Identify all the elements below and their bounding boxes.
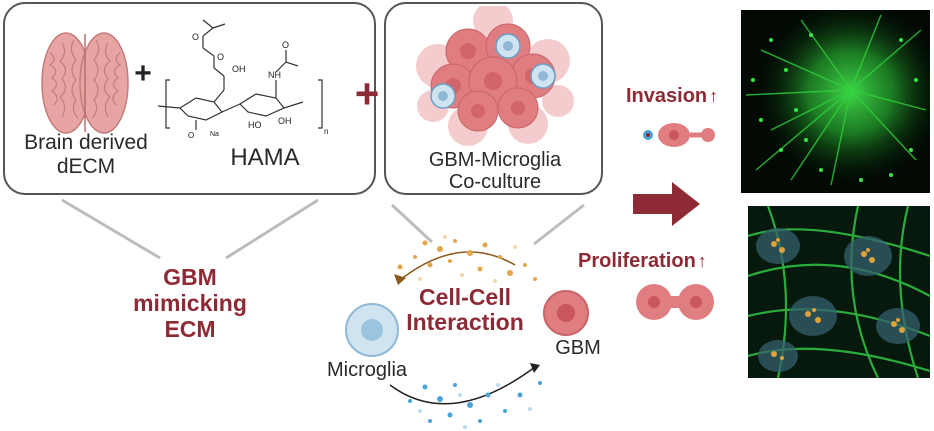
- invading-cell-icon: [643, 123, 715, 147]
- gbm-ecm-line1: GBM: [163, 264, 217, 290]
- plus-sign-small: +: [134, 57, 152, 90]
- chem-ho: HO: [248, 120, 262, 130]
- dividing-cell-icon: [636, 284, 714, 320]
- proliferation-micrograph: [748, 206, 930, 378]
- hama-label: HAMA: [230, 144, 300, 171]
- plus-sign-large: +: [354, 70, 380, 117]
- interaction-cycle: [345, 235, 589, 429]
- chem-nh: NH: [268, 70, 281, 80]
- tumor-spheroid-illustration: [416, 6, 574, 146]
- chem-o-left: O: [217, 52, 224, 62]
- coculture-label-line2: Co-culture: [448, 171, 542, 193]
- proliferation-up-arrow: ↑: [697, 251, 707, 271]
- proliferation-label: Proliferation: [578, 250, 696, 272]
- chem-oh-ring: OH: [278, 116, 292, 126]
- interaction-title-line1: Cell-Cell: [418, 284, 512, 310]
- chem-na: Na: [210, 131, 219, 138]
- invasion-up-arrow: ↑: [709, 86, 719, 106]
- proliferation-label-group: Proliferation↑: [578, 250, 707, 273]
- brain-label-line2: dECM: [56, 155, 116, 178]
- microglia-label: Microglia: [326, 359, 408, 381]
- hama-structure: O O OH NH O HO OH O Na n: [158, 19, 328, 140]
- invasion-micrograph: [741, 10, 930, 193]
- chem-o-amide: O: [282, 40, 289, 50]
- invasion-label-group: Invasion↑: [626, 85, 718, 108]
- invasion-label: Invasion: [626, 85, 708, 107]
- interaction-title-line2: Interaction: [406, 309, 524, 335]
- chem-n-subscript: n: [324, 127, 328, 136]
- brain-icon: [41, 32, 129, 134]
- gbm-label: GBM: [555, 337, 601, 359]
- chem-o-minus: O: [188, 131, 194, 140]
- gbm-ecm-line2: mimicking: [133, 290, 247, 316]
- brain-label-line1: Brain derived: [24, 131, 148, 154]
- gbm-ecm-line3: ECM: [164, 316, 216, 342]
- chem-o-top: O: [192, 32, 199, 42]
- chem-oh: OH: [232, 64, 246, 74]
- coculture-label-line1: GBM-Microglia: [428, 149, 562, 171]
